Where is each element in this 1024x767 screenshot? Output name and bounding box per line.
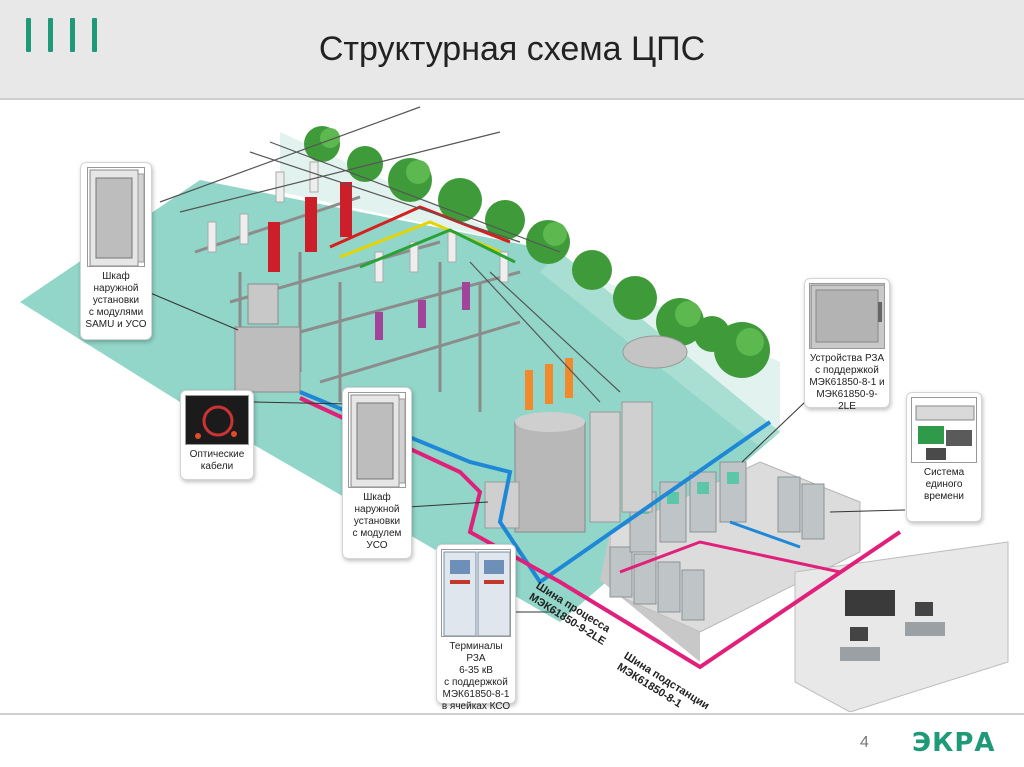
station-bus-line xyxy=(299,396,902,670)
outdoor-cabinet-icon xyxy=(348,392,406,488)
callout-label: Терминалы РЗА 6-35 кВ с поддержкой МЭК61… xyxy=(441,641,511,712)
relay-cabinets xyxy=(609,461,825,621)
busbar-green xyxy=(359,228,516,269)
callout-label: Оптические кабели xyxy=(189,449,245,472)
callout-optical-cables: Оптические кабели xyxy=(180,390,254,480)
switchgear-cell-icon xyxy=(441,549,511,637)
relay-panel-icon xyxy=(809,283,885,349)
control-room xyxy=(794,541,1009,713)
callout-terminals: Терминалы РЗА 6-35 кВ с поддержкой МЭК61… xyxy=(436,544,516,712)
callout-label: Устройства РЗА с поддержкой МЭК61850-8-1… xyxy=(809,353,885,412)
process-bus-line xyxy=(299,390,772,585)
current-transformers xyxy=(268,182,470,340)
callout-cabinet-samu: Шкаф наружной установки с модулями SAMU … xyxy=(80,162,152,340)
callout-label: Шкаф наружной установки с модулями SAMU … xyxy=(85,271,147,330)
page-number: 4 xyxy=(860,734,869,751)
control-desks xyxy=(840,590,945,661)
slide-title: Структурная схема ЦПС xyxy=(318,30,706,68)
company-logo: ЭКРА xyxy=(912,728,996,758)
power-transformer xyxy=(514,335,688,533)
outdoor-cabinet-samu xyxy=(234,326,301,393)
fence-panel xyxy=(280,132,780,432)
callout-rza-devices: Устройства РЗА с поддержкой МЭК61850-8-1… xyxy=(804,278,890,412)
callout-cabinet-uso: Шкаф наружной установки с модулем УСО xyxy=(342,387,412,559)
footer-divider xyxy=(0,713,1024,715)
time-server-icon xyxy=(911,397,977,463)
callout-label: Шкаф наружной установки с модулем УСО xyxy=(352,492,402,551)
slide-header: Структурная схема ЦПС xyxy=(0,0,1024,100)
outdoor-cabinet-icon xyxy=(87,167,145,267)
callout-pointers xyxy=(147,291,906,613)
busbar-red xyxy=(329,205,511,249)
callout-label: Система единого времени xyxy=(923,467,965,502)
substation-diagram xyxy=(20,106,1009,713)
substation-illustration: Шкаф наружной установки с модулями SAMU … xyxy=(0,102,1024,713)
logo-bars-icon xyxy=(26,18,106,52)
callout-time-system: Система единого времени xyxy=(906,392,982,522)
optical-cable-icon xyxy=(185,395,249,445)
